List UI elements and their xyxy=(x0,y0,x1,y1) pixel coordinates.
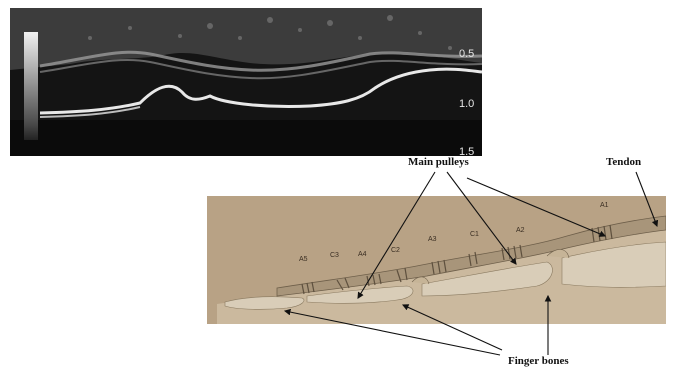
main-pulleys-label: Main pulleys xyxy=(408,156,469,168)
arrow-finger-bones-middle xyxy=(403,305,502,350)
arrow-main-pulleys-a2 xyxy=(447,172,516,264)
arrow-tendon xyxy=(636,172,657,226)
tendon-label: Tendon xyxy=(606,156,641,168)
arrow-finger-bones-distal xyxy=(285,311,500,355)
finger-bones-label: Finger bones xyxy=(508,355,569,367)
arrow-main-pulleys-a1 xyxy=(467,178,605,236)
arrow-main-pulleys-a4 xyxy=(358,172,435,298)
